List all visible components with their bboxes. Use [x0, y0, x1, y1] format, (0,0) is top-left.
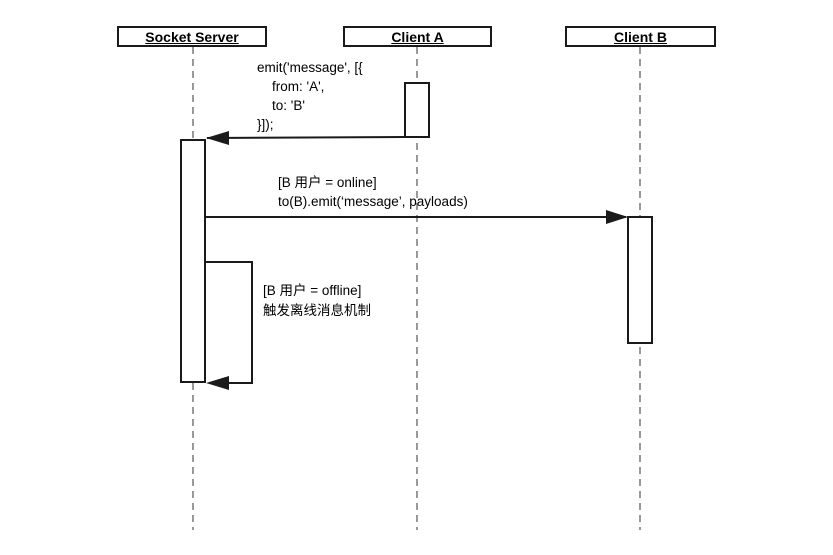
message-line-client-a-to-socket [206, 136, 406, 139]
actor-box-socket-server: Socket Server [117, 26, 267, 47]
message-label-online-forward: [B 用户 = online] to(B).emit(‘message’, pa… [278, 175, 468, 209]
activation-socket-server [180, 139, 206, 383]
activation-client-a [404, 82, 430, 138]
actor-label-socket-server: Socket Server [145, 28, 239, 45]
actor-box-client-b: Client B [565, 26, 716, 47]
message-arrowhead-right-icon [606, 210, 628, 224]
message-arrowhead-left-icon [206, 131, 229, 145]
activation-client-b [627, 216, 653, 344]
actor-box-client-a: Client A [343, 26, 492, 47]
actor-label-client-b: Client B [614, 28, 667, 45]
message-label-emit-from-client-a: emit('message', [{ from: 'A', to: 'B' }]… [257, 60, 363, 132]
self-message-arrowhead-icon [206, 376, 229, 390]
self-message-loop [205, 261, 253, 384]
actor-label-client-a: Client A [391, 28, 444, 45]
message-label-offline-self: [B 用户 = offline] 触发离线消息机制 [263, 283, 371, 318]
